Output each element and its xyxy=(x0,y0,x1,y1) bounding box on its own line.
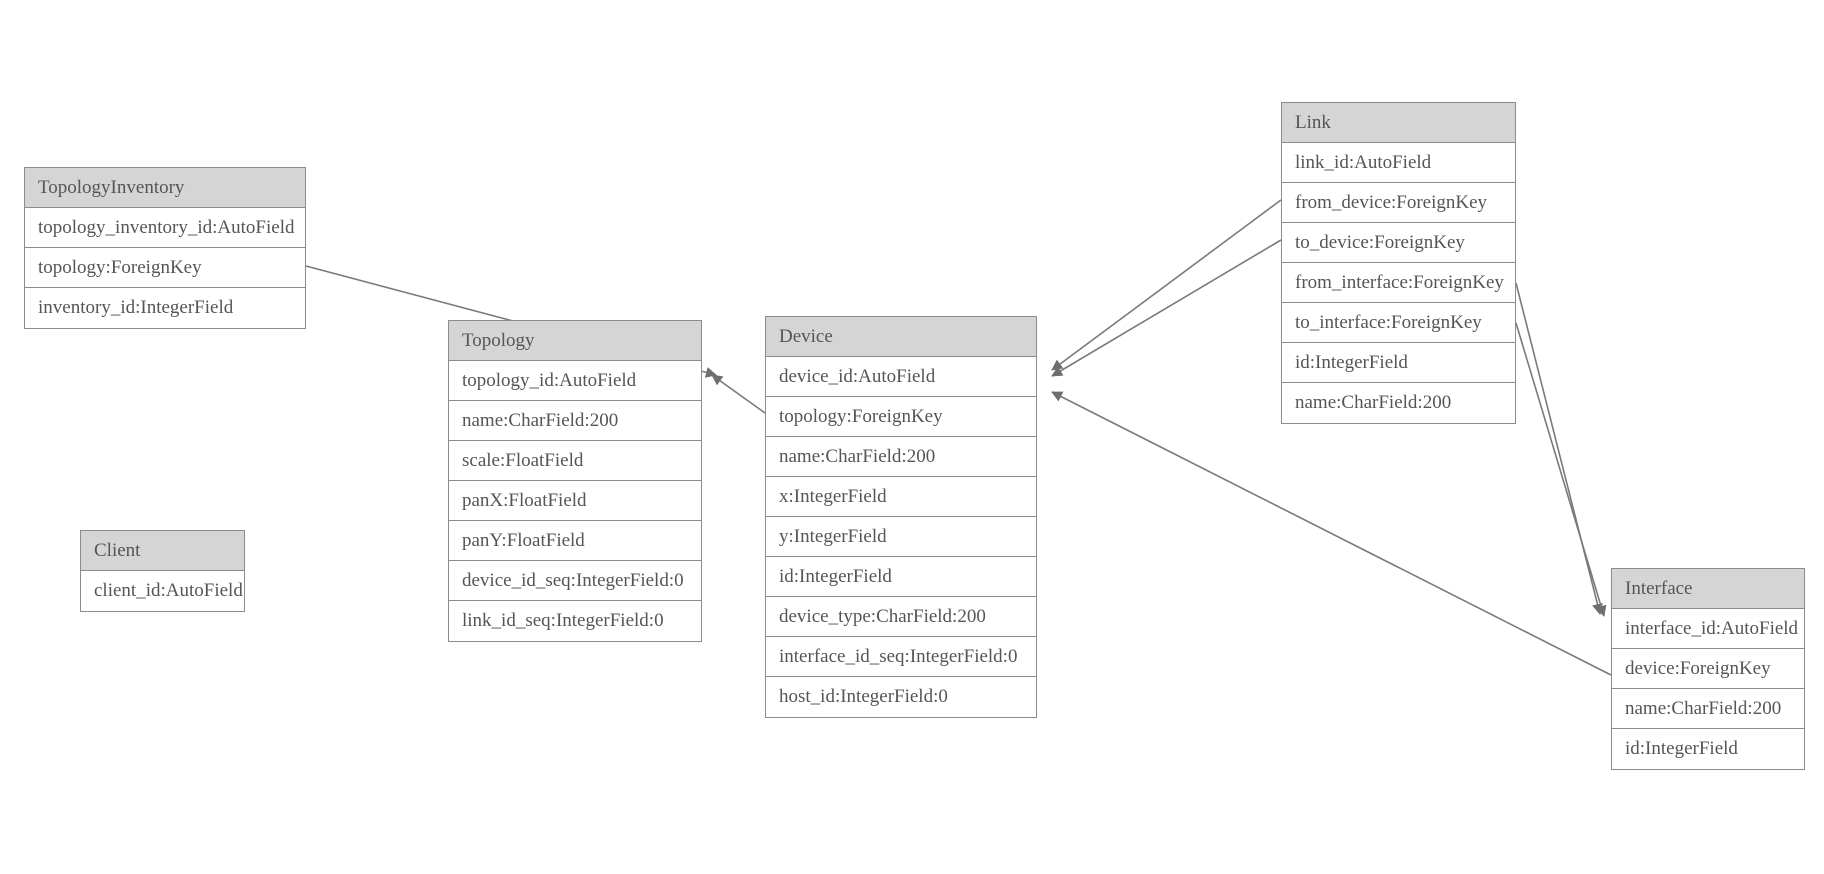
entity-title-topology: Topology xyxy=(449,321,701,361)
entity-field-row[interactable]: device:ForeignKey xyxy=(1612,649,1804,689)
entity-field-row[interactable]: name:CharField:200 xyxy=(1282,383,1515,423)
edge-device-topology xyxy=(711,374,766,414)
entity-title-link: Link xyxy=(1282,103,1515,143)
entity-field-row[interactable]: to_device:ForeignKey xyxy=(1282,223,1515,263)
entity-field-row[interactable]: x:IntegerField xyxy=(766,477,1036,517)
entity-field-row[interactable]: link_id:AutoField xyxy=(1282,143,1515,183)
entity-field-row[interactable]: name:CharField:200 xyxy=(766,437,1036,477)
entity-field-row[interactable]: device_id_seq:IntegerField:0 xyxy=(449,561,701,601)
entity-field-row[interactable]: to_interface:ForeignKey xyxy=(1282,303,1515,343)
entity-field-row[interactable]: scale:FloatField xyxy=(449,441,701,481)
entity-field-row[interactable]: interface_id:AutoField xyxy=(1612,609,1804,649)
entity-title-topology_inventory: TopologyInventory xyxy=(25,168,305,208)
entity-field-row[interactable]: interface_id_seq:IntegerField:0 xyxy=(766,637,1036,677)
entity-field-row[interactable]: topology_inventory_id:AutoField xyxy=(25,208,305,248)
entity-field-row[interactable]: topology:ForeignKey xyxy=(25,248,305,288)
edge-interface-device xyxy=(1051,391,1612,676)
entity-field-row[interactable]: topology_id:AutoField xyxy=(449,361,701,401)
entity-field-row[interactable]: name:CharField:200 xyxy=(449,401,701,441)
entity-title-interface: Interface xyxy=(1612,569,1804,609)
entity-title-device: Device xyxy=(766,317,1036,357)
entity-field-row[interactable]: topology:ForeignKey xyxy=(766,397,1036,437)
edge-link-to-interface xyxy=(1515,322,1607,617)
entity-field-row[interactable]: from_device:ForeignKey xyxy=(1282,183,1515,223)
edge-link-from-interface xyxy=(1515,282,1603,615)
entity-field-row[interactable]: from_interface:ForeignKey xyxy=(1282,263,1515,303)
entity-title-client: Client xyxy=(81,531,244,571)
entity-field-row[interactable]: host_id:IntegerField:0 xyxy=(766,677,1036,717)
entity-field-row[interactable]: link_id_seq:IntegerField:0 xyxy=(449,601,701,641)
entity-field-row[interactable]: device_type:CharField:200 xyxy=(766,597,1036,637)
entity-field-row[interactable]: id:IntegerField xyxy=(1612,729,1804,769)
entity-field-row[interactable]: client_id:AutoField xyxy=(81,571,244,611)
entity-field-row[interactable]: id:IntegerField xyxy=(766,557,1036,597)
entity-field-row[interactable]: inventory_id:IntegerField xyxy=(25,288,305,328)
edge-link-to-device xyxy=(1051,239,1282,377)
entity-field-row[interactable]: panY:FloatField xyxy=(449,521,701,561)
entity-field-row[interactable]: id:IntegerField xyxy=(1282,343,1515,383)
entity-field-row[interactable]: name:CharField:200 xyxy=(1612,689,1804,729)
entity-field-row[interactable]: panX:FloatField xyxy=(449,481,701,521)
entity-field-row[interactable]: y:IntegerField xyxy=(766,517,1036,557)
entity-field-row[interactable]: device_id:AutoField xyxy=(766,357,1036,397)
edge-link-from-device xyxy=(1051,199,1282,371)
